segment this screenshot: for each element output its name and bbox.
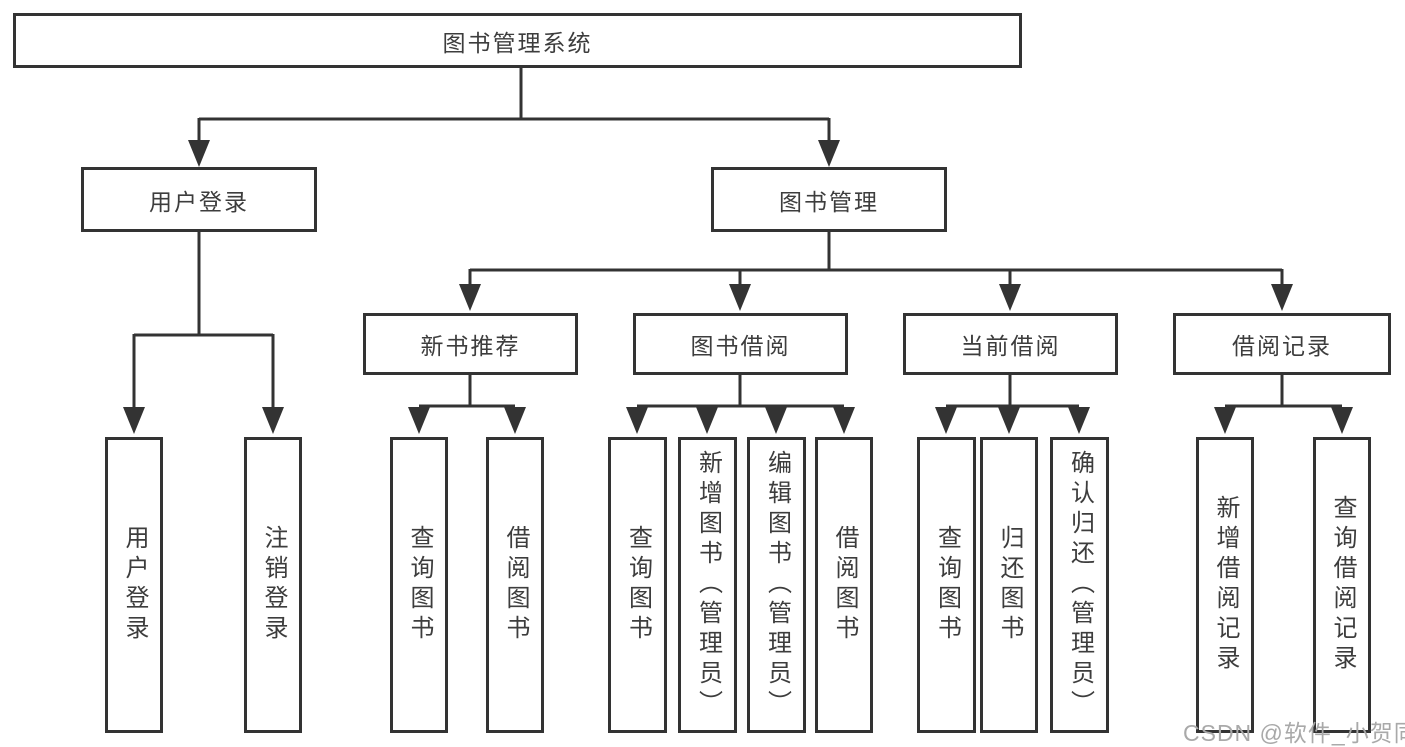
node-user-login: 用户登录 (81, 167, 317, 232)
node-book-management: 图书管理 (711, 167, 947, 232)
node-current-borrow: 当前借阅 (903, 313, 1118, 375)
node-current-borrow-label: 当前借阅 (960, 333, 1061, 359)
connector-root-to-level2 (188, 68, 840, 167)
node-book-borrow: 图书借阅 (633, 313, 848, 375)
leaf-add-book-admin: 新增图书（管理员） (678, 437, 737, 733)
leaf-confirm-return-admin: 确认归还（管理员） (1050, 437, 1109, 733)
node-root-label: 图书管理系统 (442, 29, 593, 56)
csdn-watermark: CSDN @软件_小贺同学 (1183, 720, 1405, 746)
leaf-query-book-2-label: 查询图书 (624, 525, 652, 645)
node-new-book-recommend-label: 新书推荐 (420, 333, 521, 359)
connector-new-book-to-leaves (408, 375, 526, 434)
leaf-user-login-label: 用户登录 (121, 525, 148, 645)
node-borrow-record-label: 借阅记录 (1232, 333, 1332, 359)
node-user-login-label: 用户登录 (149, 188, 249, 215)
leaf-return-book: 归还图书 (980, 437, 1038, 733)
connector-book-borrow-to-leaves (626, 375, 855, 434)
leaf-borrow-book-2: 借阅图书 (815, 437, 873, 733)
leaf-add-book-admin-label: 新增图书（管理员） (694, 450, 722, 720)
connector-borrow-record-to-leaves (1214, 375, 1353, 434)
leaf-query-book-3: 查询图书 (917, 437, 976, 733)
connector-book-management-to-level3 (459, 232, 1293, 311)
leaf-borrow-book-1-label: 借阅图书 (502, 525, 529, 645)
leaf-add-borrow-record: 新增借阅记录 (1196, 437, 1254, 733)
leaf-user-login: 用户登录 (105, 437, 163, 733)
connector-user-login-to-leaves (123, 232, 284, 434)
leaf-confirm-return-admin-label: 确认归还（管理员） (1066, 450, 1094, 720)
node-new-book-recommend: 新书推荐 (363, 313, 578, 375)
node-root: 图书管理系统 (13, 13, 1022, 68)
leaf-query-borrow-record: 查询借阅记录 (1313, 437, 1371, 733)
leaf-edit-book-admin: 编辑图书（管理员） (747, 437, 806, 733)
leaf-add-borrow-record-label: 新增借阅记录 (1212, 495, 1239, 675)
leaf-borrow-book-1: 借阅图书 (486, 437, 544, 733)
leaf-edit-book-admin-label: 编辑图书（管理员） (763, 450, 791, 720)
leaf-logout-label: 注销登录 (260, 525, 287, 645)
connector-current-borrow-to-leaves (935, 375, 1090, 434)
leaf-borrow-book-2-label: 借阅图书 (831, 525, 858, 645)
leaf-query-book-1-label: 查询图书 (406, 525, 433, 645)
leaf-query-borrow-record-label: 查询借阅记录 (1329, 495, 1356, 675)
node-book-borrow-label: 图书借阅 (690, 333, 791, 359)
leaf-query-book-3-label: 查询图书 (933, 525, 961, 645)
leaf-logout: 注销登录 (244, 437, 302, 733)
leaf-query-book-2: 查询图书 (608, 437, 667, 733)
leaf-return-book-label: 归还图书 (996, 525, 1023, 645)
leaf-query-book-1: 查询图书 (390, 437, 448, 733)
node-borrow-record: 借阅记录 (1173, 313, 1391, 375)
node-book-management-label: 图书管理 (779, 188, 879, 215)
